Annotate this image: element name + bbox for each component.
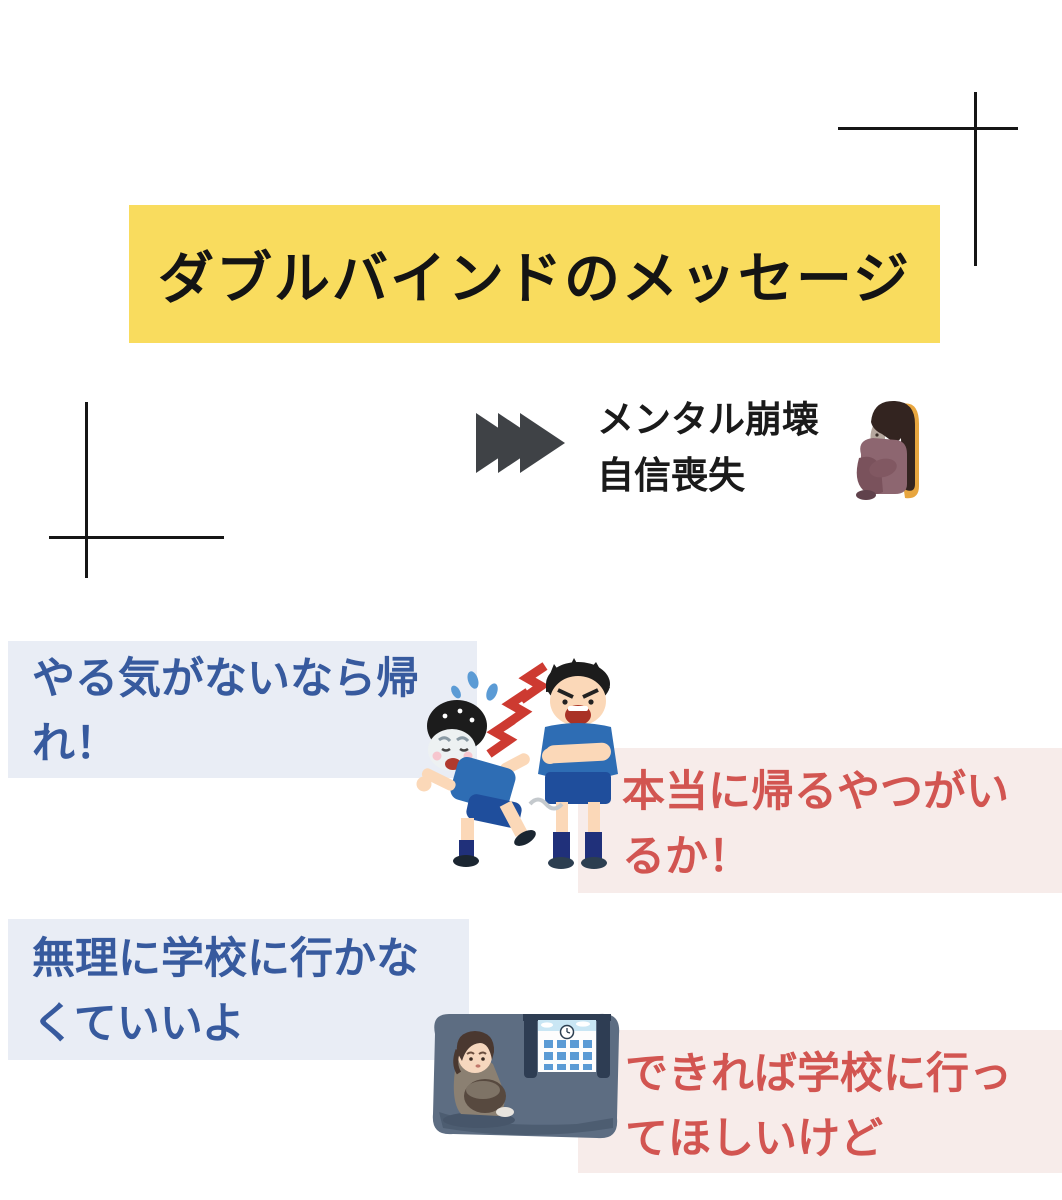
cross-vertical-line: [85, 402, 88, 578]
fast-forward-arrows-icon: [474, 410, 566, 481]
outcome-text: メンタル崩壊 自信喪失: [597, 399, 819, 496]
page-title: ダブルバインドのメッセージ: [158, 246, 911, 310]
cross-horizontal-line: [49, 536, 224, 539]
cross-vertical-line: [974, 92, 977, 266]
spoken-message-2: 無理に学校に行かな くていいよ: [8, 919, 469, 1060]
title-banner: ダブルバインドのメッセージ: [129, 205, 940, 343]
hidden-message-1: 本当に帰るやつがい るか！: [578, 748, 1062, 893]
cross-horizontal-line: [838, 127, 1018, 130]
hidden-message-2: できれば学校に行っ てほしいけど: [578, 1030, 1062, 1173]
spoken-message-1: やる気がないなら帰 れ！: [8, 641, 477, 778]
depressed-sitting-person-illustration: [849, 396, 927, 511]
child-in-dark-room-with-school-window-illustration: [427, 1000, 625, 1153]
coach-scolding-running-player-illustration: [415, 652, 635, 882]
